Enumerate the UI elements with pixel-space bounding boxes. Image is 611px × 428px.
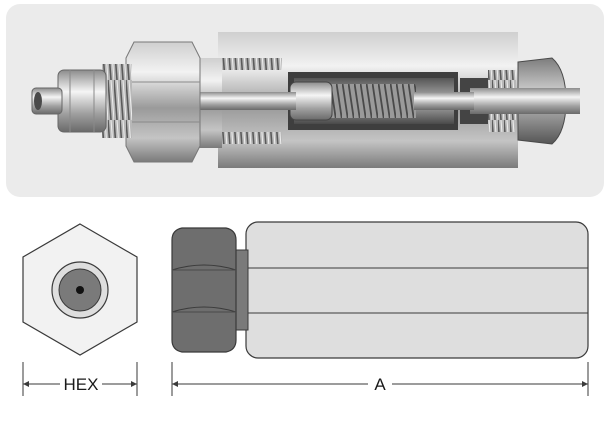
hex-dimension-label: HEX: [64, 375, 99, 394]
cutaway-left-collar: [57, 69, 107, 133]
cutaway-stem-collar: [289, 81, 333, 121]
cutaway-thread-stem: [330, 84, 416, 118]
fitting-side-view-icon: [171, 221, 589, 359]
cutaway-center-tube-right: [414, 92, 474, 110]
cutaway-left-thread: [102, 64, 132, 138]
cutaway-right-tube: [470, 88, 580, 114]
cutaway-body-thread-top: [222, 58, 282, 70]
side-nut: [171, 227, 237, 353]
cutaway-body-thread-bottom: [222, 132, 282, 144]
cutaway-assembly-icon: [6, 4, 604, 197]
hex-dimension: HEX: [22, 362, 138, 396]
cutaway-left-nut: [125, 41, 201, 163]
length-dimension: A: [171, 362, 589, 396]
hex-bore-hole: [76, 286, 84, 294]
hexagon-end-view-icon: [22, 223, 138, 356]
side-body: [245, 221, 589, 359]
length-dimension-label: A: [374, 375, 386, 394]
